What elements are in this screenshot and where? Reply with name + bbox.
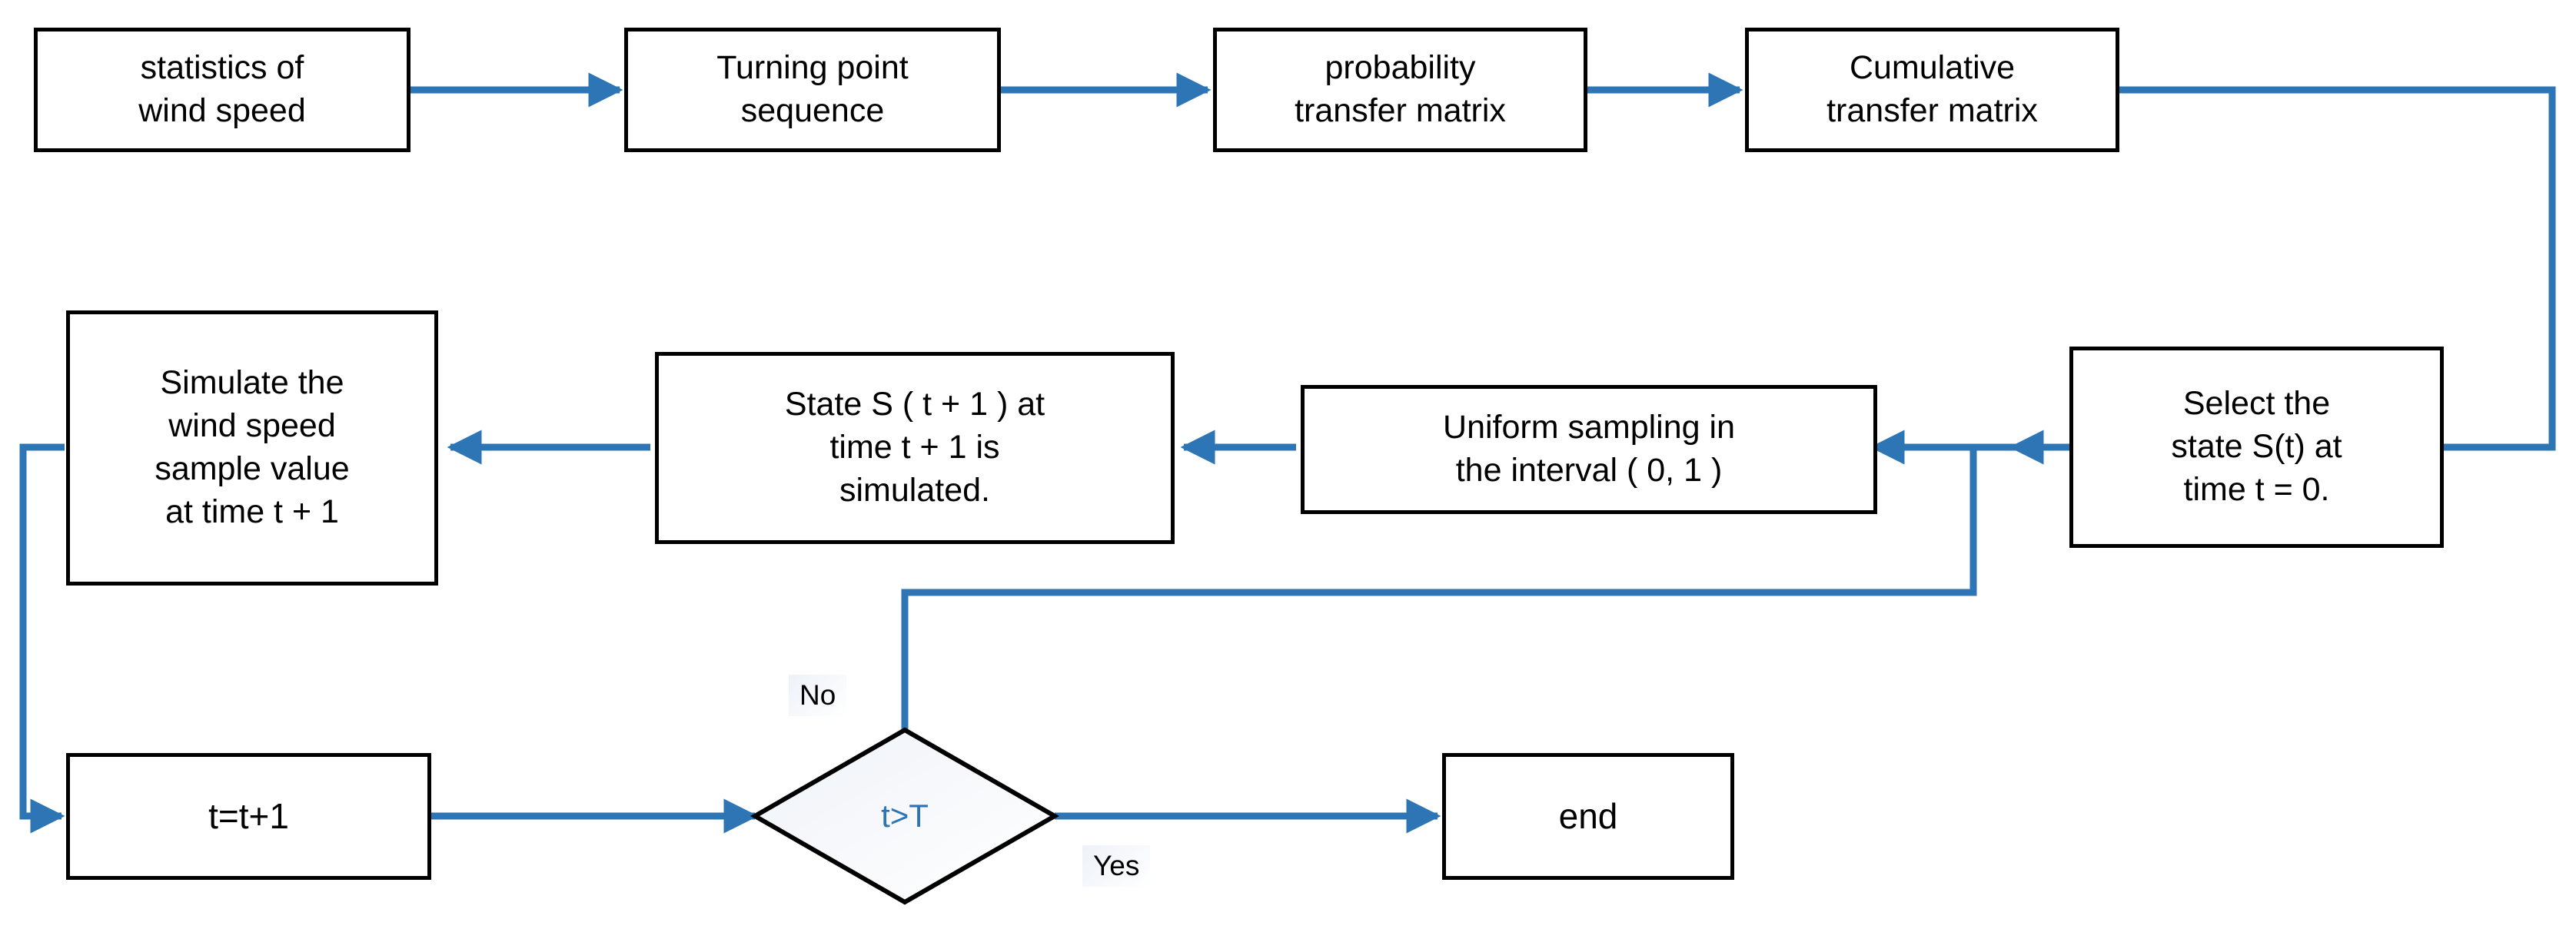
node-label-increment-t: t=t+1 [208, 795, 289, 836]
node-end[interactable]: end [1442, 753, 1734, 880]
node-label-probability-matrix: probability transfer matrix [1295, 49, 1506, 129]
connector-decision-no-to-uniform-sampling [901, 447, 1977, 730]
node-probability-transfer-matrix[interactable]: probability transfer matrix [1213, 28, 1587, 152]
connector-simulate-sample-to-increment-t [19, 443, 65, 834]
node-turning-point-sequence[interactable]: Turning point sequence [624, 28, 1001, 152]
node-label-select-state: Select the state S(t) at time t = 0. [2171, 385, 2342, 508]
branch-label-no: No [789, 675, 847, 716]
node-statistics-of-wind-speed[interactable]: statistics of wind speed [34, 28, 410, 152]
node-label-uniform-sampling: Uniform sampling in the interval ( 0, 1 … [1443, 409, 1735, 489]
node-simulate-wind-speed-sample[interactable]: Simulate the wind speed sample value at … [66, 310, 438, 586]
node-label-state-next: State S ( t + 1 ) at time t + 1 is simul… [784, 386, 1045, 509]
node-select-state[interactable]: Select the state S(t) at time t = 0. [2069, 347, 2444, 548]
node-uniform-sampling[interactable]: Uniform sampling in the interval ( 0, 1 … [1301, 385, 1877, 514]
node-label-simulate-sample: Simulate the wind speed sample value at … [155, 364, 350, 530]
node-increment-t[interactable]: t=t+1 [66, 753, 431, 880]
branch-label-yes: Yes [1082, 845, 1151, 887]
node-label-statistics: statistics of wind speed [138, 49, 306, 129]
node-label-end: end [1558, 795, 1618, 836]
node-label-turning-point: Turning point sequence [716, 49, 909, 129]
decision-diamond-t-gt-T[interactable] [750, 727, 1060, 905]
decision-condition-label: t>T [881, 798, 929, 834]
node-label-cumulative-matrix: Cumulative transfer matrix [1826, 49, 2038, 129]
node-cumulative-transfer-matrix[interactable]: Cumulative transfer matrix [1745, 28, 2119, 152]
node-state-s-t-plus-1[interactable]: State S ( t + 1 ) at time t + 1 is simul… [655, 352, 1175, 544]
